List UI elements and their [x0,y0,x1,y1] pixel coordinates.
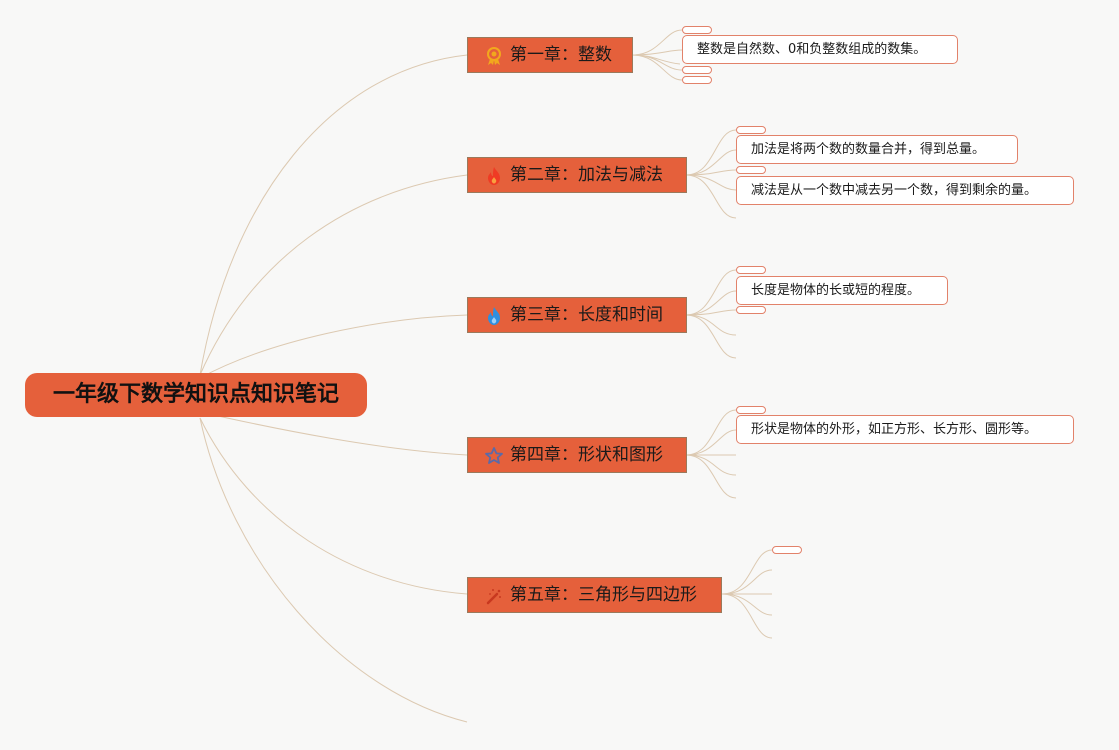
empty-topic[interactable] [682,26,712,34]
chapter-title: 第四章：形状和图形 [510,445,663,465]
fire-icon [484,166,504,186]
branch-root-ch2 [199,174,468,376]
empty-topic[interactable] [736,126,766,134]
note-topic[interactable]: 减法是从一个数中减去另一个数，得到剩余的量。 [736,176,1074,205]
chapter-node-5[interactable]: 第五章：三角形与四边形 [467,577,722,613]
magic-wand-icon [484,586,504,606]
note-topic[interactable]: 加法是将两个数的数量合并，得到总量。 [736,135,1018,164]
empty-topic[interactable] [736,166,766,174]
note-topic[interactable]: 整数是自然数、0和负整数组成的数集。 [682,35,958,64]
note-topic[interactable]: 形状是物体的外形，如正方形、长方形、圆形等。 [736,415,1074,444]
root-node[interactable]: 一年级下数学知识点知识笔记 [25,373,367,417]
empty-topic[interactable] [736,266,766,274]
chapter-title: 第三章：长度和时间 [510,305,663,325]
chapter-node-3[interactable]: 第三章：长度和时间 [467,297,687,333]
empty-topic[interactable] [736,306,766,314]
empty-topic[interactable] [682,76,712,84]
branch-root-ch5 [199,417,468,595]
chapter-node-2[interactable]: 第二章：加法与减法 [467,157,687,193]
branch-root-extra [199,417,468,723]
note-topic[interactable]: 长度是物体的长或短的程度。 [736,276,948,305]
chapter-title: 第二章：加法与减法 [510,165,663,185]
blue-flame-icon [484,306,504,326]
branch-root-ch3 [199,314,468,379]
branch-root-ch4 [199,411,468,456]
empty-topic[interactable] [736,406,766,414]
empty-topic[interactable] [682,66,712,74]
branch-root-ch1 [199,54,468,376]
medal-icon [484,46,504,66]
chapter-title: 第五章：三角形与四边形 [510,585,697,605]
star-icon [484,446,504,466]
empty-topic[interactable] [772,546,802,554]
chapter-node-4[interactable]: 第四章：形状和图形 [467,437,687,473]
chapter-title: 第一章：整数 [510,45,612,65]
chapter-node-1[interactable]: 第一章：整数 [467,37,633,73]
